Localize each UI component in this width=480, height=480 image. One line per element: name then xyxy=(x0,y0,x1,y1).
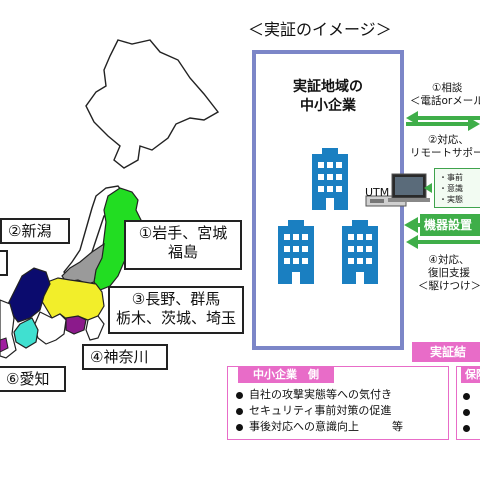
aichi-region xyxy=(13,317,39,349)
tohoku-region xyxy=(93,187,143,291)
kanto-label: ③長野、群馬 栃木、茨城、埼玉 xyxy=(108,286,244,334)
list-item xyxy=(463,393,470,400)
sme-results-panel: 中小企業 側 自社の攻撃実態等への気付き セキュリティ事前対策の促進 事後対応へ… xyxy=(227,366,449,440)
hokuriku-region xyxy=(7,267,51,323)
utm-device-icon xyxy=(365,173,430,207)
insurance-results-tab: 保険 xyxy=(461,366,480,383)
arrow-left-icon xyxy=(424,183,432,193)
arrow-right-icon xyxy=(406,117,480,131)
sme-results-list: 自社の攻撃実態等への気付き セキュリティ事前対策の促進 事後対応への意識向上 等 xyxy=(236,387,403,435)
consult-text: ①相談 xyxy=(432,82,463,94)
diagram-heading: ＜実証のイメージ＞ xyxy=(248,20,392,39)
hokkaido-region xyxy=(85,39,220,169)
kanagawa-label: ④神奈川 xyxy=(82,344,168,370)
niigata-label: ②新潟 xyxy=(0,218,70,244)
insurance-results-panel: 保険 xyxy=(456,366,480,440)
utm-label: UTM xyxy=(365,186,390,199)
kanagawa-region xyxy=(65,315,87,335)
device-install-label: 機器設置 xyxy=(420,214,480,236)
aichi-label: ⑥愛知 xyxy=(0,366,66,392)
west-region-fragment xyxy=(0,337,9,353)
support-detail-panel: ・事前 ・意識 ・実態 xyxy=(434,168,480,208)
results-tab: 実証結 xyxy=(412,342,480,362)
recovery-text: ④対応、 復旧支援 ＜駆けつけ＞ xyxy=(418,254,480,292)
response-text: ②対応、 xyxy=(428,134,469,146)
list-item: セキュリティ事前対策の促進 xyxy=(236,403,403,419)
sme-title: 実証地域の 中小企業 xyxy=(293,79,363,114)
chiba-region xyxy=(85,315,105,341)
building-icon xyxy=(312,148,348,210)
building-icon xyxy=(342,220,378,284)
west-label-stub xyxy=(0,250,8,276)
tohoku-label: ①岩手、宮城 福島 xyxy=(124,220,242,270)
list-item xyxy=(463,409,470,416)
consult-text-2: ＜電話orメール xyxy=(410,95,480,107)
sme-results-tab: 中小企業 側 xyxy=(238,366,334,383)
list-item: 自社の攻撃実態等への気付き xyxy=(236,387,403,403)
list-item: 事後対応への意識向上 等 xyxy=(236,419,403,435)
arrow-left-icon xyxy=(406,235,480,249)
response-text-2: リモートサポート xyxy=(410,147,480,159)
building-icon xyxy=(278,220,314,284)
list-item xyxy=(463,425,470,432)
arrow-left-icon xyxy=(404,217,420,233)
